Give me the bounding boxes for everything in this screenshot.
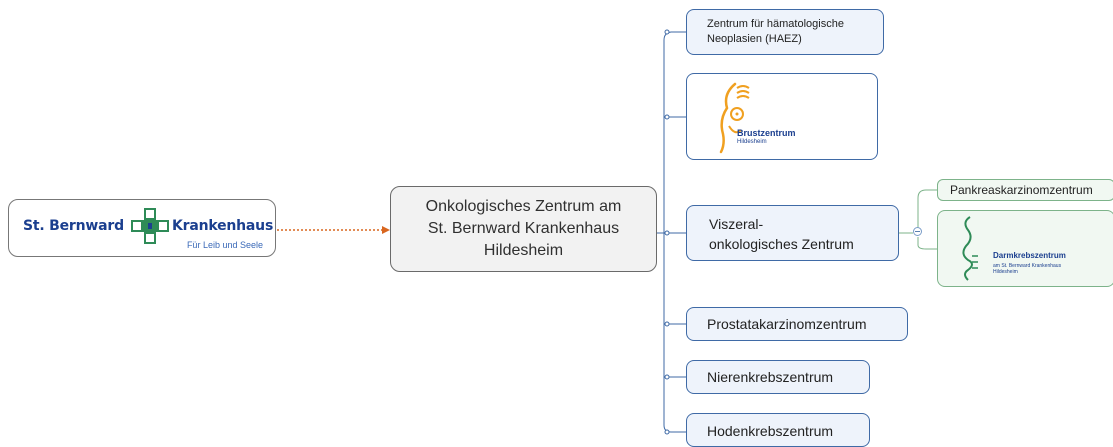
topic-haez[interactable]: Zentrum für hämatologische Neoplasien (H… xyxy=(686,9,884,55)
logo-tagline: Für Leib und Seele xyxy=(186,240,263,250)
brustzentrum-sub: Hildesheim xyxy=(737,139,767,145)
darmkrebs-title: Darmkrebszentrum xyxy=(993,251,1066,260)
topic-darmkrebs[interactable]: Darmkrebszentrum am St. Bernward Kranken… xyxy=(937,210,1113,287)
arrow-head xyxy=(382,226,390,234)
topic-prostata[interactable]: Prostatakarzinomzentrum xyxy=(686,307,908,341)
darmkrebs-sub1: am St. Bernward Krankenhaus xyxy=(993,263,1062,269)
central-topic-text: Onkologisches Zentrum am St. Bernward Kr… xyxy=(425,198,622,259)
darmkrebszentrum-logo-icon xyxy=(962,216,978,281)
darmkrebs-sub2: Hildesheim xyxy=(993,269,1018,275)
topic-brustzentrum[interactable]: Brustzentrum Hildesheim xyxy=(686,73,878,160)
topic-hoden[interactable]: Hodenkrebszentrum xyxy=(686,413,870,447)
topic-viszeral[interactable]: Viszeral- onkologisches Zentrum xyxy=(686,205,899,261)
collapse-icon[interactable] xyxy=(913,227,922,236)
central-topic[interactable]: Onkologisches Zentrum am St. Bernward Kr… xyxy=(390,186,657,272)
logo-right-text: Krankenhaus xyxy=(172,218,274,234)
cross-logo-icon xyxy=(131,208,169,244)
topic-pankreas[interactable]: Pankreaskarzinomzentrum xyxy=(937,179,1113,201)
brustzentrum-title: Brustzentrum xyxy=(737,128,796,138)
root-logo-node[interactable]: St. Bernward Krankenhaus Für Leib und Se… xyxy=(8,199,276,257)
logo-left-text: St. Bernward xyxy=(23,218,124,234)
brustzentrum-logo-icon xyxy=(719,82,750,154)
topic-niere[interactable]: Nierenkrebszentrum xyxy=(686,360,870,394)
